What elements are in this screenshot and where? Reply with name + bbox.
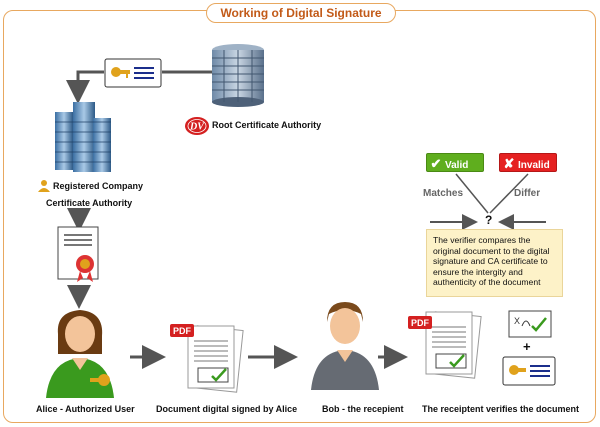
question-mark: ? [485,213,493,227]
verify-label: The receiptent verifies the document [422,404,580,414]
diagram-frame [3,10,596,423]
verify-key-card-icon [502,356,556,386]
alice-label: Alice - Authorized User [36,404,135,414]
document-label: Document digital signed by Alice [156,404,298,414]
matches-line [455,173,489,214]
checkmark-icon: ✔ [430,156,442,171]
alice-avatar-icon [46,310,114,398]
svg-text:PDF: PDF [173,326,192,336]
person-icon [38,180,50,192]
registered-ca-buildings-icon [55,102,111,172]
signature-box-icon: X [508,310,552,338]
differ-label: Differ [514,188,541,199]
verifier-note: The verifier compares the original docum… [426,229,563,297]
svg-text:X: X [514,316,520,326]
root-ca-building-icon [212,44,264,107]
plus-sign: + [523,339,531,354]
svg-text:PDF: PDF [411,318,430,328]
svg-text:DV: DV [189,122,205,133]
x-mark-icon: ✘ [503,156,515,171]
bob-avatar-icon [311,302,379,390]
matches-label: Matches [423,188,464,199]
invalid-badge: ✘Invalid [499,153,557,172]
bob-label: Bob - the recepient [322,404,404,414]
registered-ca-line1: Registered Company [53,181,144,191]
dv-logo-icon: DV [185,117,209,135]
diagram-title: Working of Digital Signature [206,3,396,23]
certificate-icon [57,226,99,282]
key-card-icon [104,58,162,88]
verify-document-icon: PDF [408,311,482,379]
registered-ca-line2: Certificate Authority [46,198,133,208]
valid-badge: ✔Valid [426,153,484,172]
signed-document-icon: PDF [170,324,244,393]
root-ca-label: Root Certificate Authority [212,120,322,130]
cert-to-registered-ca-arrow [66,70,104,104]
differ-line [489,173,529,214]
